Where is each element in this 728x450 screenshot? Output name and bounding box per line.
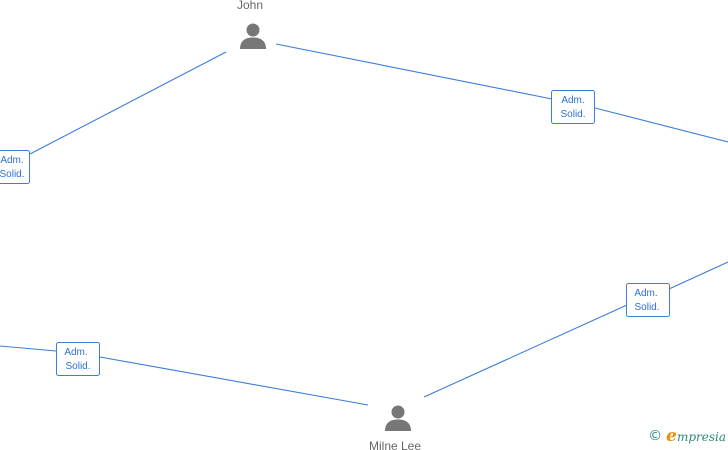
- relation-box[interactable]: Adm. Solid.: [626, 283, 670, 317]
- person-node-milne-lee[interactable]: Milne Lee: [369, 405, 421, 450]
- person-name: John: [237, 0, 263, 12]
- person-icon: [385, 405, 411, 431]
- edge-john-left: [29, 51, 227, 155]
- relation-label-line1: Adm.: [634, 288, 657, 299]
- brand-logo-name: mpresia: [676, 430, 726, 444]
- relation-label-line2: Solid.: [0, 169, 25, 180]
- relation-label-line2: Solid.: [65, 361, 90, 372]
- brand-watermark: © empresia: [648, 426, 726, 446]
- edge-john-right-a: [275, 43, 553, 100]
- relation-label-line1: Adm.: [0, 155, 23, 166]
- relation-label-line1: Adm.: [561, 95, 584, 106]
- person-node-john[interactable]: John: [237, 0, 266, 49]
- edges: [0, 43, 728, 406]
- edge-milne-right-b: [668, 261, 728, 290]
- edge-john-right-b: [594, 107, 728, 143]
- brand-logo: empresia: [666, 426, 726, 446]
- relation-label-line1: Adm.: [64, 347, 87, 358]
- edge-milne-left-a: [99, 356, 369, 406]
- edge-milne-right-a: [423, 304, 628, 398]
- person-icon: [240, 23, 266, 49]
- relation-box[interactable]: Adm. Solid.: [56, 342, 100, 376]
- relation-box[interactable]: Adm. Solid.: [0, 150, 30, 184]
- relation-label-line2: Solid.: [560, 109, 585, 120]
- copyright-symbol: ©: [648, 428, 663, 444]
- relation-label-line2: Solid.: [634, 302, 659, 313]
- relation-box[interactable]: Adm. Solid.: [551, 90, 595, 124]
- brand-logo-initial: e: [666, 426, 677, 446]
- person-name: Milne Lee: [369, 439, 421, 450]
- edge-milne-left-b: [0, 345, 57, 352]
